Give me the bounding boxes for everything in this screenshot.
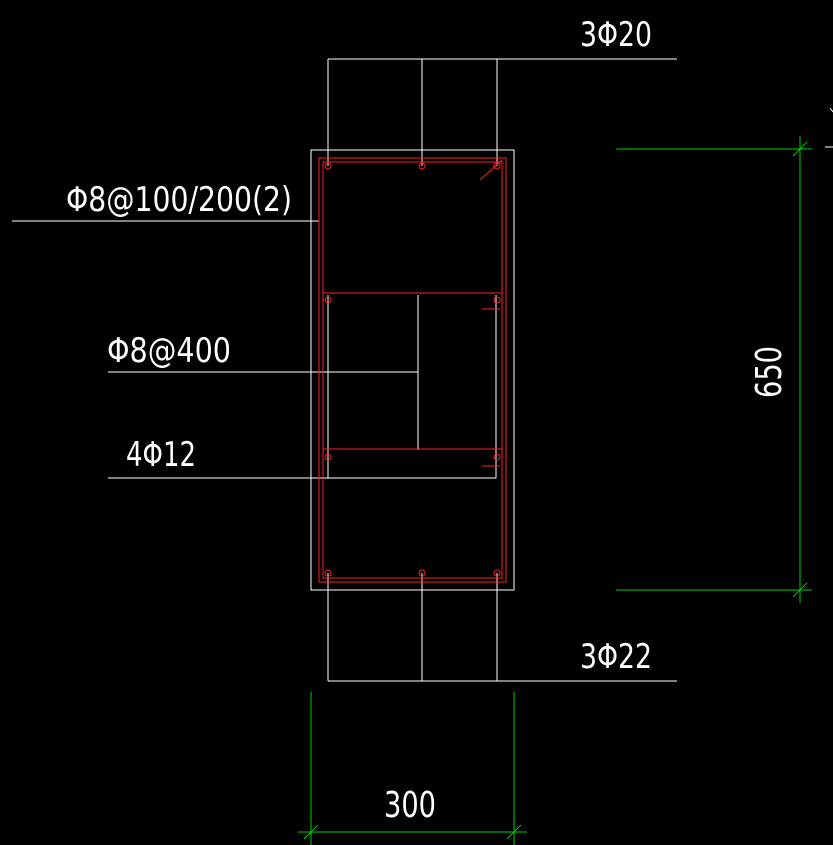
tie-bars — [323, 292, 502, 467]
bottom-bar — [324, 569, 332, 577]
height-dimension — [616, 136, 812, 603]
side-bars-label: 4Φ12 — [126, 435, 196, 475]
top-bar — [418, 162, 426, 170]
stirrup — [318, 157, 507, 583]
bottom-bars-leader — [327, 573, 677, 682]
rebar-points — [324, 162, 501, 577]
side-bar — [324, 296, 332, 304]
section-outline — [310, 149, 515, 591]
side-bar — [324, 453, 332, 461]
side-bar — [493, 296, 501, 304]
top-bars-label: 3Φ20 — [580, 15, 652, 55]
height-dimension-label: 650 — [749, 346, 790, 398]
top-bar — [493, 162, 501, 170]
bottom-bar — [493, 569, 501, 577]
stirrup-label: Φ8@100/200(2) — [66, 180, 292, 220]
side-bar — [493, 453, 501, 461]
width-dimension-label: 300 — [384, 785, 436, 826]
tie-bar-leader — [108, 295, 419, 450]
side-bars-leader — [108, 295, 497, 479]
bottom-bar — [418, 569, 426, 577]
top-bar — [324, 162, 332, 170]
top-bars-leader — [327, 58, 677, 166]
bottom-bars-label: 3Φ22 — [580, 637, 652, 677]
width-dimension — [298, 692, 527, 845]
tie-bar-label: Φ8@400 — [107, 331, 231, 371]
